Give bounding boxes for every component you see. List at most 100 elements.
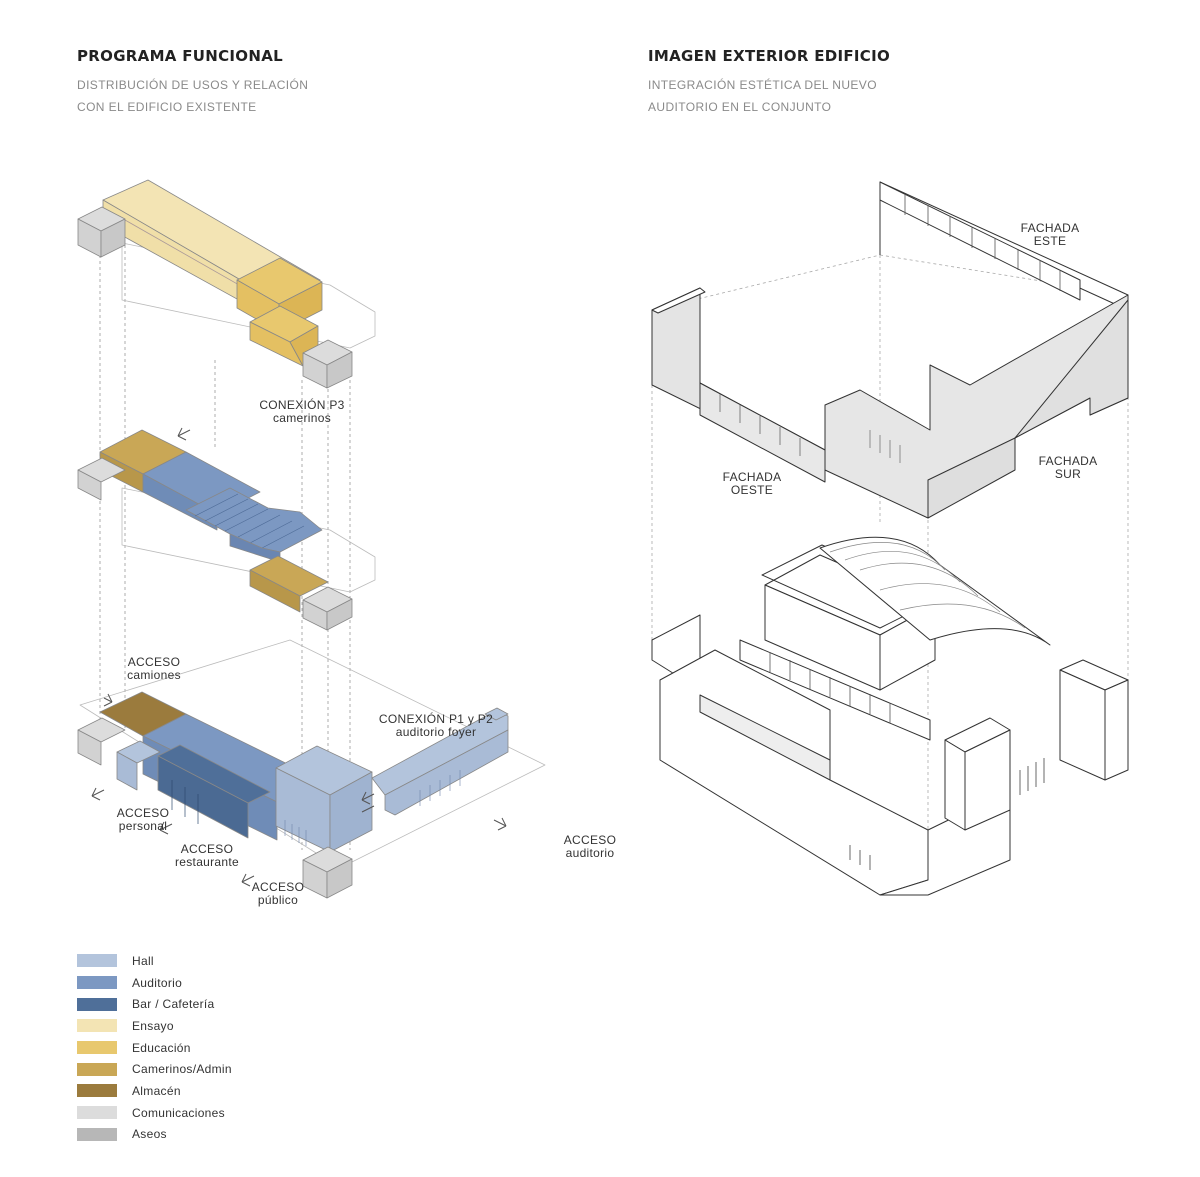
legend-item: Bar / Cafetería [77,993,232,1015]
comunicaciones-box-l1-se-side [326,858,353,899]
label-acceso-personal-l2: personal [119,819,167,833]
level-2 [77,429,376,631]
south-volume-side [964,729,1011,831]
facade-shell [651,181,1129,519]
level-1 [77,639,546,899]
right-header: IMAGEN EXTERIOR EDIFICIO INTEGRACIÓN EST… [648,47,890,118]
arrow-restaurante [159,821,173,835]
label-fachada-sur-l2: SUR [1055,467,1081,481]
label-acceso-publico-l1: ACCESO [252,880,304,894]
label-acceso-publico-l2: público [258,893,298,907]
label-acceso-auditorio-l1: ACCESO [564,833,616,847]
legend-item: Almacén [77,1080,232,1102]
hall-left-front [116,751,138,791]
left-subtitle-line1: DISTRIBUCIÓN DE USOS Y RELACIÓN [77,78,309,92]
label-acceso-restaurante-l1: ACCESO [181,842,233,856]
label-conexion-p3-l2: camerinos [273,411,331,425]
comunicaciones-box-l2-nw-front [77,469,102,501]
building [651,536,1129,896]
comunicaciones-box-l1-nw-front [77,729,102,766]
label-acceso-restaurante-l2: restaurante [175,855,239,869]
legend-label: Ensayo [132,1018,174,1033]
legend-swatch [77,1019,117,1033]
legend-swatch [77,976,117,990]
building-base-main [659,649,929,896]
legend-swatch [77,1127,117,1141]
hall-corridor-stub [484,707,509,721]
legend-item: Comunicaciones [77,1102,232,1124]
hall-tower-side [329,771,373,853]
south-volume-front [944,739,966,831]
left-title: PROGRAMA FUNCIONAL [77,47,283,65]
legend-label: Educación [132,1040,191,1055]
arrow-publico [241,873,255,887]
legend-swatch [77,1084,117,1098]
left-subtitle: DISTRIBUCIÓN DE USOS Y RELACIÓN CON EL E… [77,74,308,118]
label-fachada-oeste-l2: OESTE [731,483,773,497]
legend-swatch [77,1062,117,1076]
arrow-personal [91,787,105,801]
east-tower-front [1059,669,1106,781]
comunicaciones-box-l2-se-side [326,598,353,631]
arrow-camiones [103,693,113,707]
label-conexion-p3-l1: CONEXIÓN P3 [259,397,344,412]
diagram-canvas: CONEXIÓN P3 camerinos ACCESO camiones CO… [77,179,1129,907]
hall-corridor-top [371,709,509,796]
label-acceso-personal-l1: ACCESO [117,806,169,820]
fachada-oeste-top [651,287,706,314]
legend-swatch [77,1041,117,1055]
label-acceso-camiones-l1: ACCESO [128,655,180,669]
legend-label: Camerinos/Admin [132,1062,232,1077]
bar-front [157,755,249,839]
right-subtitle: INTEGRACIÓN ESTÉTICA DEL NUEVO AUDITORIO… [648,74,890,118]
fachada-oeste-long [699,382,826,483]
comunicaciones-box-se-side [326,351,353,389]
arrow-auditorio [493,817,507,831]
fachada-sur-front [927,437,1016,519]
label-fachada-oeste-l1: FACHADA [723,470,782,484]
legend-swatch [77,1106,117,1120]
right-subtitle-line1: INTEGRACIÓN ESTÉTICA DEL NUEVO [648,78,877,92]
legend-item: Ensayo [77,1015,232,1037]
legend-label: Almacén [132,1083,181,1098]
hall-corridor-front [384,729,509,816]
louvre-strip [739,639,931,741]
label-fachada-este-l2: ESTE [1034,234,1067,248]
arrow-camerinos [177,427,191,441]
legend-swatch [77,997,117,1011]
left-header: PROGRAMA FUNCIONAL DISTRIBUCIÓN DE USOS … [77,47,308,118]
legend-label: Comunicaciones [132,1105,225,1120]
legend-item: Auditorio [77,972,232,994]
program-diagram: CONEXIÓN P3 camerinos ACCESO camiones CO… [77,179,616,907]
auditorio-roof [819,536,1051,646]
left-subtitle-line2: CON EL EDIFICIO EXISTENTE [77,100,257,114]
legend-swatch [77,954,117,968]
label-fachada-sur-l1: FACHADA [1039,454,1098,468]
label-conexion-p1p2-l1: CONEXIÓN P1 y P2 [379,711,493,726]
level-3-outline [121,242,376,349]
right-subtitle-line2: AUDITORIO EN EL CONJUNTO [648,100,832,114]
exterior-diagram: FACHADA ESTE FACHADA OESTE FACHADA SUR [651,181,1129,896]
left-labels: CONEXIÓN P3 camerinos ACCESO camiones CO… [117,397,616,907]
label-conexion-p1p2-l2: auditorio foyer [396,725,477,739]
legend-label: Hall [132,953,154,968]
east-tower-side [1104,679,1129,781]
legend-item: Camerinos/Admin [77,1058,232,1080]
right-title: IMAGEN EXTERIOR EDIFICIO [648,47,891,65]
comunicaciones-box-nw-side [100,218,126,258]
legend-item: Aseos [77,1124,232,1146]
level-3 [77,179,376,389]
fachada-sur-right [1014,299,1129,439]
legend-label: Aseos [132,1127,167,1142]
label-fachada-este-l1: FACHADA [1021,221,1080,235]
camerinos-low-front [249,569,301,613]
arrow-p1p2 [361,791,375,813]
legend-item: Educación [77,1037,232,1059]
label-acceso-auditorio-l2: auditorio [566,846,615,860]
building-west-courtyard [699,694,831,781]
right-labels: FACHADA ESTE FACHADA OESTE FACHADA SUR [723,221,1098,497]
legend-label: Bar / Cafetería [132,997,215,1012]
access-arrows [91,427,507,887]
level-2-outline [121,487,376,593]
